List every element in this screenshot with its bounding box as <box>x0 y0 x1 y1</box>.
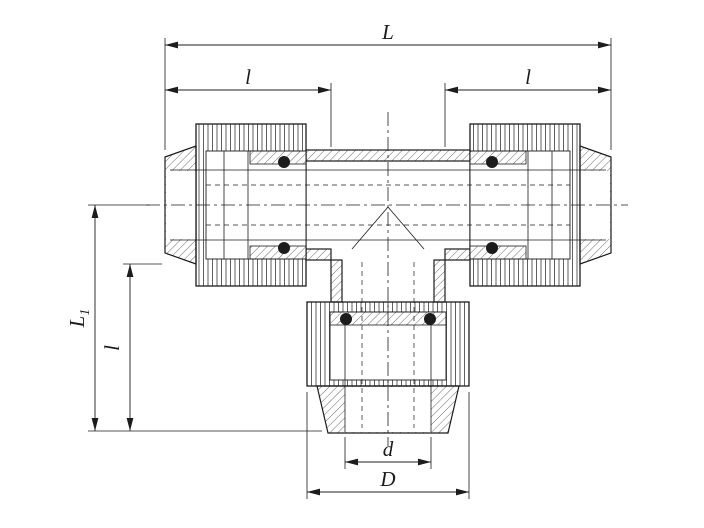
internal-cone-line <box>387 206 425 250</box>
dim-label-L1: L1 <box>65 309 93 329</box>
o-ring <box>340 313 352 325</box>
dimension-branch-height: L1 <box>65 204 322 432</box>
right-seal-carrier-top <box>469 150 527 165</box>
dimension-branch-engagement: l <box>100 263 162 431</box>
internal-cone-line <box>351 206 389 250</box>
dimension-outer-diameter: D <box>306 392 470 499</box>
dim-label-l-right: l <box>525 65 531 89</box>
dimension-left-engagement: l <box>165 65 332 147</box>
o-ring <box>486 156 498 168</box>
dimension-inner-diameter: d <box>344 437 432 469</box>
dim-label-D: D <box>379 467 395 491</box>
dim-label-L1-main: L <box>65 316 89 329</box>
left-seal-carrier-top <box>249 150 307 165</box>
dimension-overall-length: L <box>164 20 612 150</box>
dim-label-l-branch: l <box>100 345 124 351</box>
branch-wall-left <box>330 259 343 303</box>
dim-label-L: L <box>381 20 394 44</box>
left-seal-carrier-bottom <box>249 245 307 260</box>
o-ring <box>278 242 290 254</box>
o-ring <box>486 242 498 254</box>
dimension-right-engagement: l <box>444 65 611 147</box>
body-bottom-shoulder-right <box>444 248 471 261</box>
right-seal-carrier-bottom <box>469 245 527 260</box>
dim-label-L1-subscript: 1 <box>78 309 93 316</box>
o-ring <box>424 313 436 325</box>
branch-wall-right <box>433 259 446 303</box>
dim-label-d: d <box>383 437 394 461</box>
o-ring <box>278 156 290 168</box>
dim-label-l-left: l <box>245 65 251 89</box>
body-bottom-shoulder-left <box>305 248 332 261</box>
centerlines <box>146 112 628 446</box>
